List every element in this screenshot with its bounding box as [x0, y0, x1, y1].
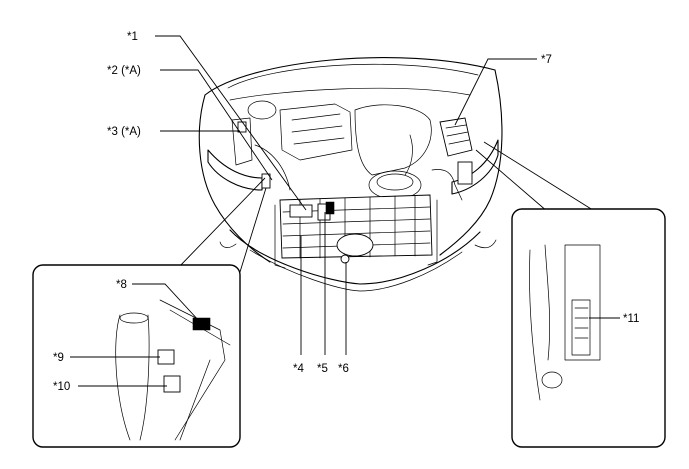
callout-5: *5 [317, 363, 328, 375]
inset-part-9 [157, 349, 175, 365]
inset-part-10 [163, 375, 181, 393]
inset-part-8 [192, 317, 211, 331]
inset-bracket [159, 299, 226, 441]
main-leader-lines [155, 35, 537, 355]
air-intake-hose [404, 134, 413, 176]
inset-hose-top [119, 312, 149, 324]
zoom-connector-right [475, 141, 597, 213]
callout-9: *9 [53, 352, 64, 364]
inset-r-harness-b [544, 244, 551, 361]
right-headlight [451, 139, 499, 195]
right-fender [439, 69, 503, 256]
inset-frame-left [32, 264, 241, 448]
callout-3: *3 (*A) [107, 126, 141, 138]
detail-inset-left [32, 177, 267, 448]
zoom-connector-left [177, 177, 267, 273]
callout-6: *6 [338, 363, 349, 375]
callout-labels: *1 *2 (*A) *3 (*A) *4 *5 *6 *7 *8 *9 *10… [53, 31, 639, 393]
callout-10: *10 [53, 381, 70, 393]
ecu-box-ribs [445, 124, 470, 145]
engine-cover-ribs [291, 113, 345, 145]
callout-11: *11 [623, 313, 639, 325]
front-bumper [229, 229, 481, 285]
leader-8 [132, 283, 201, 323]
inset-frame-right [511, 208, 666, 448]
condenser-side-tanks [274, 199, 438, 269]
callout-1: *1 [127, 31, 138, 43]
vehicle-front-illustration [198, 57, 503, 292]
bumper-lower-lip [249, 249, 463, 292]
inset-hose-a [115, 314, 131, 441]
leader-1 [155, 35, 307, 211]
bracket-right [431, 169, 463, 201]
fog-lamp-right [474, 239, 497, 249]
callout-4: *4 [293, 363, 304, 375]
callout-8: *8 [116, 279, 127, 291]
drain-plug [340, 254, 350, 264]
detail-inset-right [475, 141, 666, 448]
sensor-dark-block [325, 201, 335, 215]
condenser-fins [282, 206, 431, 249]
fog-lamp-left [219, 241, 237, 248]
air-filter-lid [376, 173, 414, 191]
horn-connector [261, 173, 271, 189]
hood-inner-edge [227, 63, 479, 89]
inset-r-ecu-ribs [574, 307, 589, 339]
callout-7: *7 [541, 54, 552, 66]
washer-tank [231, 117, 253, 166]
inset-r-clip [541, 371, 563, 389]
inset-r-ecu [564, 244, 601, 361]
hood-edge [204, 57, 496, 96]
air-filter-housing [368, 170, 422, 200]
reservoir-cap [247, 100, 277, 120]
ecu-connector [457, 161, 473, 185]
leader-2 [160, 69, 273, 181]
connector-a [289, 204, 313, 218]
callout-2: *2 (*A) [107, 65, 141, 77]
intake-manifold [354, 104, 432, 176]
inset-hose-b [139, 314, 150, 441]
cowl-line [229, 87, 471, 101]
inset-r-ecu-face [571, 299, 591, 356]
leader-7 [454, 58, 537, 126]
left-headlight [207, 149, 263, 191]
condenser-grid [299, 195, 416, 259]
hose-left [254, 144, 291, 191]
inset-r-harness-a [529, 249, 541, 401]
engine-cover [279, 103, 353, 161]
emblem-oval [336, 233, 374, 257]
